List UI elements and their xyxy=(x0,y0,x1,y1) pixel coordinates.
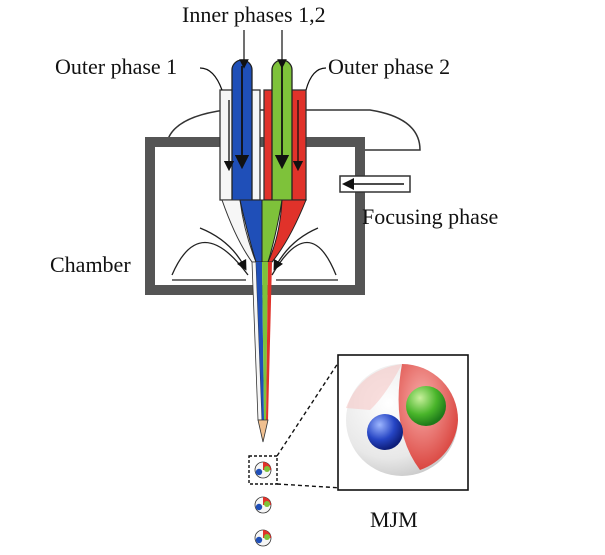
label-chamber: Chamber xyxy=(50,252,131,277)
focusing-inlet-tube xyxy=(339,175,411,193)
droplet xyxy=(254,496,272,514)
capillary-assembly xyxy=(219,59,307,263)
jet-stream xyxy=(251,261,272,443)
leader-outer-phase-2 xyxy=(305,67,327,91)
zoom-highlight-box xyxy=(248,455,278,485)
zoom-connector-bottom xyxy=(276,483,343,489)
label-inner-phases: Inner phases 1,2 xyxy=(182,2,326,27)
mjm-zoom-inset xyxy=(337,354,469,491)
label-focusing-phase: Focusing phase xyxy=(362,204,498,229)
label-outer-phase-2: Outer phase 2 xyxy=(328,54,450,79)
label-outer-phase-1: Outer phase 1 xyxy=(55,54,177,79)
leader-outer-phase-1 xyxy=(199,67,223,91)
label-mjm: MJM xyxy=(370,507,418,532)
droplet xyxy=(254,529,272,547)
zoom-connector-top xyxy=(276,356,343,457)
droplet xyxy=(254,461,272,479)
